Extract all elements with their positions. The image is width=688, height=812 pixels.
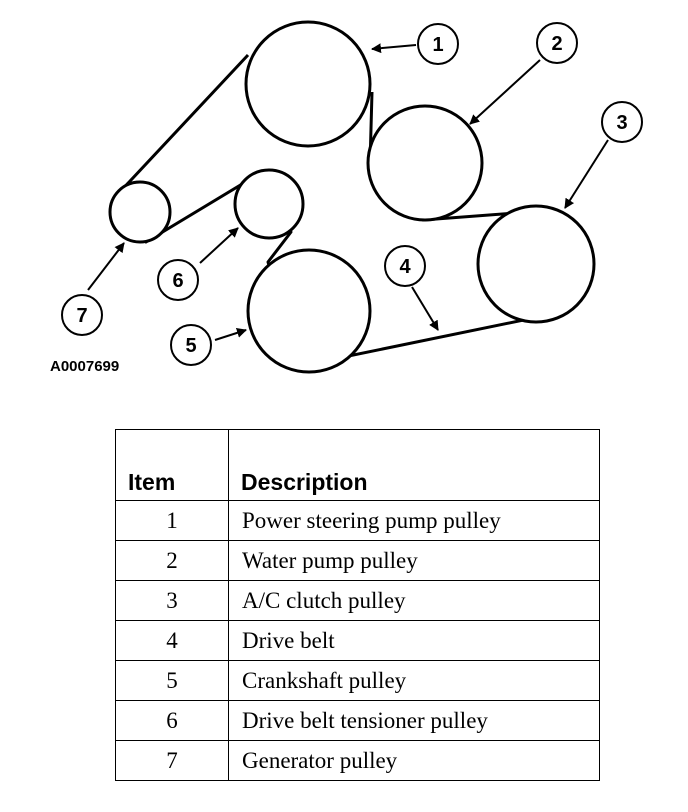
callout-4-leader [411, 286, 439, 331]
belt-routing-diagram: 1 2 3 4 5 6 7 [61, 20, 643, 374]
callout-6-leader [199, 227, 239, 264]
header-description: Description [228, 429, 600, 501]
callout-3-label: 3 [616, 112, 627, 134]
water-pump-pulley [366, 104, 484, 222]
callout-1: 1 [417, 23, 459, 65]
callout-4-label: 4 [399, 256, 411, 278]
callout-5-leader [214, 328, 247, 341]
callout-4: 4 [384, 245, 426, 287]
table-row: 3 A/C clutch pulley [115, 580, 600, 621]
row-description: Water pump pulley [228, 540, 600, 581]
callout-6-label: 6 [172, 270, 183, 292]
row-description: Generator pulley [228, 740, 600, 781]
callout-6: 6 [157, 259, 199, 301]
parts-table: Item Description 1 Power steering pump p… [115, 429, 600, 781]
generator-pulley [108, 180, 172, 244]
callout-7: 7 [61, 294, 103, 336]
row-item: 4 [115, 620, 229, 661]
callout-2-leader [469, 59, 541, 125]
drive-belt-tensioner-pulley [233, 168, 305, 240]
row-item: 3 [115, 580, 229, 621]
row-description: Power steering pump pulley [228, 500, 600, 541]
callout-1-leader [371, 43, 417, 54]
callout-5-label: 5 [185, 335, 196, 357]
row-description: Crankshaft pulley [228, 660, 600, 701]
table-row: 2 Water pump pulley [115, 540, 600, 581]
table-row: 1 Power steering pump pulley [115, 500, 600, 541]
row-item: 5 [115, 660, 229, 701]
table-row: 5 Crankshaft pulley [115, 660, 600, 701]
table-header-row: Item Description [115, 429, 600, 501]
callout-7-label: 7 [76, 305, 87, 327]
callout-5: 5 [170, 324, 212, 366]
table-row: 7 Generator pulley [115, 740, 600, 781]
row-description: A/C clutch pulley [228, 580, 600, 621]
header-item: Item [115, 429, 229, 501]
callout-2: 2 [536, 22, 578, 64]
callout-7-leader [87, 242, 125, 291]
row-item: 6 [115, 700, 229, 741]
callout-2-label: 2 [551, 33, 562, 55]
crankshaft-pulley [246, 248, 372, 374]
row-item: 2 [115, 540, 229, 581]
row-description: Drive belt tensioner pulley [228, 700, 600, 741]
power-steering-pump-pulley [244, 20, 372, 148]
callout-1-label: 1 [432, 34, 443, 56]
table-row: 6 Drive belt tensioner pulley [115, 700, 600, 741]
table-row: 4 Drive belt [115, 620, 600, 661]
row-item: 1 [115, 500, 229, 541]
callout-3-leader [564, 139, 609, 209]
ac-clutch-pulley [476, 204, 596, 324]
callout-3: 3 [601, 101, 643, 143]
row-item: 7 [115, 740, 229, 781]
figure-id-label: A0007699 [50, 358, 120, 375]
row-description: Drive belt [228, 620, 600, 661]
